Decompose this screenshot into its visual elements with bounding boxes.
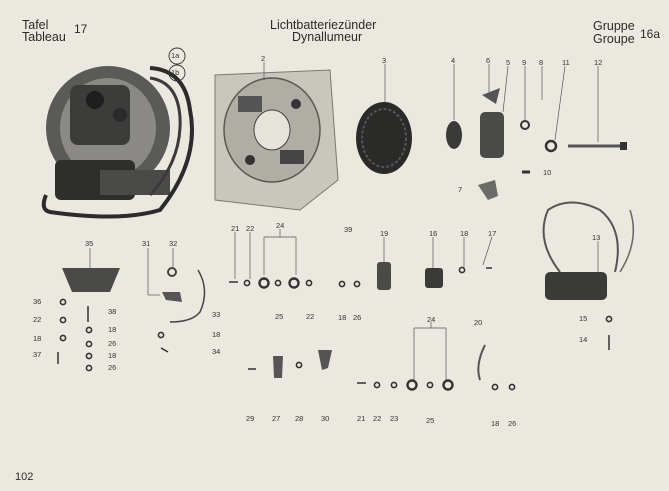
callout-29: 29	[246, 414, 255, 423]
callout-19: 19	[380, 229, 389, 238]
gruppe-label: Gruppe	[593, 19, 635, 33]
base-plate-photo	[214, 69, 339, 211]
callout-15: 15	[579, 314, 588, 323]
callout-5: 5	[506, 58, 511, 67]
washer-part	[544, 139, 558, 153]
tafel-number: 17	[74, 22, 88, 36]
callout-26-left-a: 26	[108, 339, 117, 348]
spring-part	[167, 267, 177, 277]
callout-26-left-b: 26	[108, 363, 117, 372]
callout-26-mid: 26	[353, 313, 362, 322]
callout-18-left-a: 18	[108, 325, 117, 334]
callout-18-top: 18	[460, 229, 469, 238]
callout-1b: 1b	[171, 68, 180, 77]
callout-16: 16	[429, 229, 438, 238]
wire-part	[477, 344, 486, 381]
tableau-label: Tableau	[22, 30, 66, 44]
small-hardware	[59, 266, 613, 391]
callout-10: 10	[543, 168, 552, 177]
callout-22-bottom: 22	[373, 414, 382, 423]
groupe-label: Groupe	[593, 32, 635, 46]
title-german: Lichtbatteriezünder	[270, 18, 377, 32]
callout-38: 38	[108, 307, 117, 316]
callout-8: 8	[539, 58, 544, 67]
lever-part	[318, 350, 332, 370]
coil-housing-part	[425, 268, 443, 288]
callout-20: 20	[474, 318, 483, 327]
callout-21-bottom: 21	[357, 414, 366, 423]
callout-31: 31	[142, 239, 151, 248]
callout-34: 34	[212, 347, 221, 356]
contact-breaker-plate	[480, 112, 504, 158]
callout-7: 7	[458, 185, 463, 194]
callout-2: 2	[261, 54, 266, 63]
callout-14: 14	[579, 335, 588, 344]
callout-6: 6	[486, 56, 491, 65]
group-number: 16a	[640, 27, 661, 41]
callout-39: 39	[344, 225, 353, 234]
bolt-head	[620, 142, 627, 150]
callout-24-bottom: 24	[427, 315, 436, 324]
callout-18-bottom: 18	[491, 419, 500, 428]
magneto-assembly-photo	[41, 66, 194, 219]
callout-22-top: 22	[246, 224, 255, 233]
rotor-part	[356, 102, 412, 174]
callout-23: 23	[390, 414, 399, 423]
tafel-label: Tafel	[22, 18, 49, 32]
callout-25-top: 25	[275, 312, 284, 321]
condenser-part	[377, 262, 391, 290]
spring-ring-part	[520, 120, 530, 130]
callout-36: 36	[33, 297, 42, 306]
ignition-coil-part	[545, 272, 607, 300]
callout-circle-1a	[168, 47, 186, 65]
bracket-part	[478, 180, 498, 200]
callout-37: 37	[33, 350, 42, 359]
callout-12: 12	[594, 58, 603, 67]
callout-17: 17	[488, 229, 497, 238]
callout-9: 9	[522, 58, 527, 67]
clamp-part	[162, 292, 182, 302]
callout-circle-1b	[168, 64, 186, 82]
callout-18-mid-b: 18	[338, 313, 347, 322]
callout-28: 28	[295, 414, 304, 423]
callout-32: 32	[169, 239, 178, 248]
callout-4: 4	[451, 56, 456, 65]
callout-3: 3	[382, 56, 387, 65]
callout-13: 13	[592, 233, 601, 242]
callout-1a: 1a	[171, 51, 180, 60]
callout-18-left-c: 18	[108, 351, 117, 360]
callout-33: 33	[212, 310, 221, 319]
callout-26-bottom: 26	[508, 419, 517, 428]
callout-18-mid: 18	[212, 330, 221, 339]
cam-part	[446, 121, 462, 149]
callout-22-left: 22	[33, 315, 42, 324]
page-number: 102	[15, 471, 34, 483]
callout-30: 30	[321, 414, 330, 423]
coil-lead-part	[619, 209, 635, 273]
coil-cable-part	[542, 201, 619, 273]
cable-part	[169, 269, 206, 323]
callout-11: 11	[562, 58, 570, 67]
callout-24-top: 24	[276, 221, 285, 230]
leader-lines	[89, 62, 599, 380]
callout-18-left-b: 18	[33, 334, 42, 343]
callout-25-bottom: 25	[426, 416, 435, 425]
callout-35: 35	[85, 239, 94, 248]
callout-27: 27	[272, 414, 281, 423]
title-french: Dynallumeur	[292, 30, 363, 44]
terminal-block-part	[62, 268, 120, 292]
screws	[57, 267, 610, 384]
breaker-arm-part	[482, 88, 500, 104]
callout-22-mid: 22	[306, 312, 315, 321]
clip-part	[273, 356, 283, 378]
callout-21-top: 21	[231, 224, 240, 233]
